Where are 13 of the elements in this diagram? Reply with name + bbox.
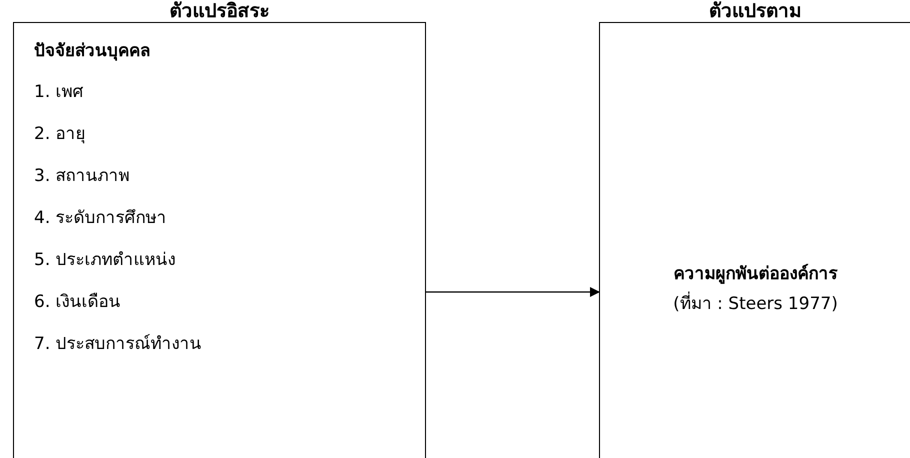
source-note: (ที่มา : Steers 1977)	[673, 289, 838, 319]
arrow	[426, 287, 600, 297]
list-item: 4. ระดับการศึกษา	[34, 207, 167, 230]
list-item: 7. ประสบการณ์ทำงาน	[34, 333, 202, 356]
list-item: 6. เงินเดือน	[34, 291, 121, 314]
column-heading: ตัวแปรตาม	[709, 0, 802, 22]
list-item: 2. อายุ	[34, 123, 86, 146]
list-item: 3. สถานภาพ	[34, 165, 130, 188]
group-heading: ปัจจัยส่วนบุคคล	[34, 40, 150, 63]
list-item: 1. เพศ	[34, 81, 84, 104]
list-item: 5. ประเภทตำแหน่ง	[34, 249, 176, 272]
column-heading: ตัวแปรอิสระ	[170, 0, 270, 22]
variable-name: ความผูกพันต่อองค์การ	[674, 262, 838, 286]
